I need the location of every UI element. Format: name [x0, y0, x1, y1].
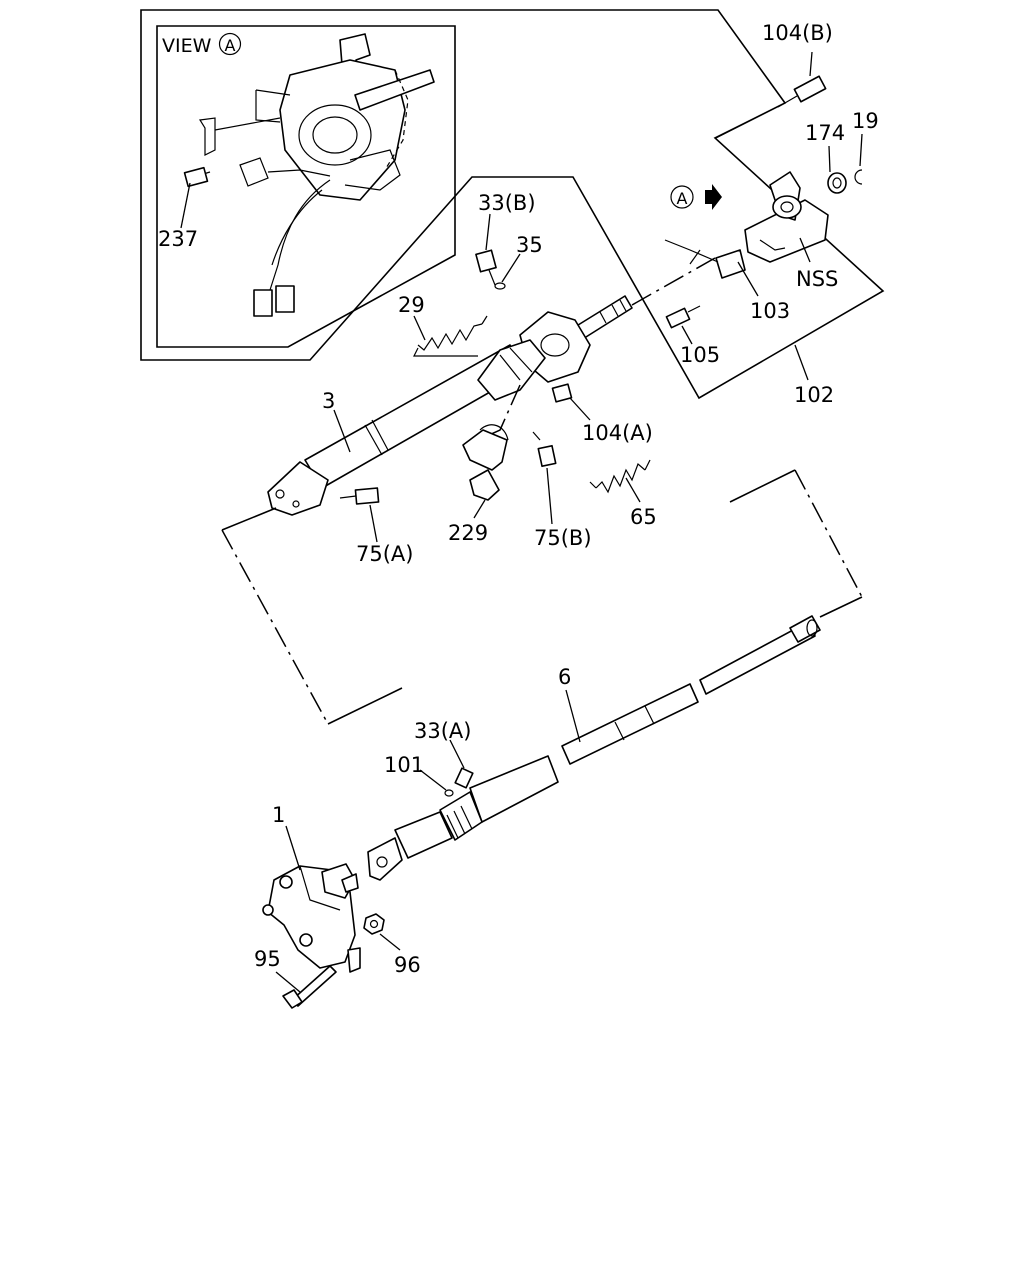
view-a-marker-letter: A: [677, 189, 688, 208]
screw-105: [665, 305, 701, 329]
label-33a: 33(A): [414, 719, 471, 743]
view-a-marker-circle: [670, 185, 694, 209]
clamp-229: [462, 424, 509, 501]
label-6: 6: [558, 665, 571, 689]
inset-outer-frame: [140, 9, 885, 400]
label-105: 105: [680, 343, 720, 367]
shaft-6-boot: [469, 755, 559, 823]
bolt-33b: [475, 249, 497, 286]
view-a-inset: VIEW A 237: [140, 9, 885, 400]
label-35: 35: [516, 233, 543, 257]
bolt-75b: [532, 431, 557, 468]
spring-29: [413, 315, 488, 357]
label-103: 103: [750, 299, 790, 323]
label-96: 96: [394, 953, 421, 977]
ring-174: [827, 172, 847, 194]
label-104b: 104(B): [762, 21, 833, 45]
view-letter: A: [225, 36, 236, 55]
ignition-lock-drawing: [664, 171, 829, 279]
view-direction-arrow-icon: [705, 184, 722, 210]
lock-cylinder-assembly: A 104(B) 174 19 NSS 103 105 102: [664, 21, 879, 407]
nut-96: [363, 913, 385, 935]
label-29: 29: [398, 293, 425, 317]
upper-column-assembly: 33(B) 35 29 3 104(A) 65 229 75(B) 75(A): [267, 191, 716, 566]
shaft-6-middle: [561, 683, 699, 765]
spring-65: [589, 459, 651, 494]
inset-inner-frame: [156, 25, 456, 348]
bolt-104a: [551, 383, 573, 403]
bolt-75a: [339, 487, 380, 505]
label-1: 1: [272, 803, 285, 827]
label-33b: 33(B): [478, 191, 536, 215]
view-circle: [218, 32, 242, 56]
column-flange: [267, 461, 329, 516]
ignition-switch-assembly-drawing: [183, 33, 435, 317]
steering-gear-box: 1 95 96: [254, 803, 421, 1009]
label-95: 95: [254, 947, 281, 971]
label-174: 174: [805, 121, 845, 145]
view-word: VIEW: [162, 35, 212, 57]
label-101: 101: [384, 753, 424, 777]
washer-101: [444, 789, 454, 797]
leader-237: [180, 182, 191, 229]
label-237: 237: [158, 227, 198, 251]
universal-joint: [394, 811, 453, 859]
label-229: 229: [448, 521, 488, 545]
bolt-95: [282, 965, 337, 1009]
lower-reference-frame: [221, 469, 863, 725]
label-19: 19: [852, 109, 879, 133]
bolt-104b: [777, 75, 827, 108]
label-104a: 104(A): [582, 421, 653, 445]
label-65: 65: [630, 505, 657, 529]
clip-19: [854, 169, 863, 185]
lower-shaft-assembly: 6 33(A) 101: [367, 615, 821, 881]
label-75b: 75(B): [534, 526, 592, 550]
shaft-6-upper: [699, 621, 816, 695]
label-3: 3: [322, 389, 335, 413]
label-102: 102: [794, 383, 834, 407]
washer-35: [494, 282, 506, 290]
bolt-33a: [454, 767, 474, 789]
label-75a: 75(A): [356, 542, 413, 566]
label-nss: NSS: [796, 267, 838, 291]
